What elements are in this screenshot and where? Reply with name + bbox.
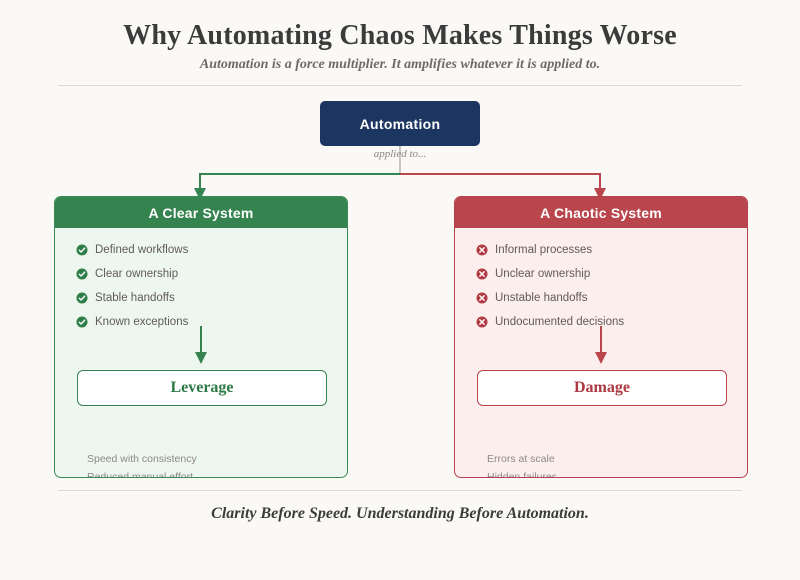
panel-header-chaotic-system: A Chaotic System	[455, 197, 747, 228]
feature-item: Informal processes	[455, 238, 747, 262]
page-subtitle: Automation is a force multiplier. It amp…	[199, 57, 601, 72]
feature-item: Stable handoffs	[55, 286, 347, 310]
feature-item: Unclear ownership	[455, 262, 747, 286]
feature-label: Undocumented decisions	[495, 316, 625, 328]
header-divider	[58, 85, 742, 86]
outcome-box-damage[interactable]: Damage	[477, 370, 727, 406]
panel-clear-system: A Clear System Defined workflows Clear o…	[54, 196, 348, 478]
feature-item: Defined workflows	[55, 238, 347, 262]
feature-item: Undocumented decisions	[455, 310, 747, 334]
root-stem-connector	[399, 146, 401, 174]
feature-label: Defined workflows	[95, 244, 189, 256]
x-circle-icon	[476, 316, 488, 328]
page-title: Why Automating Chaos Makes Things Worse	[123, 20, 677, 51]
outcome-arrow-left	[195, 326, 207, 364]
feature-label: Known exceptions	[95, 316, 189, 328]
note-item: Reduced manual effort	[87, 471, 194, 478]
check-circle-icon	[76, 292, 88, 304]
panel-title: A Clear System	[148, 204, 254, 221]
edge-label-applied-to: applied to...	[373, 148, 427, 160]
feature-label: Unclear ownership	[495, 268, 591, 280]
note-item: Errors at scale	[487, 453, 555, 465]
automation-node-label: Automation	[359, 115, 441, 132]
footer-tagline: Clarity Before Speed. Understanding Befo…	[211, 505, 589, 522]
feature-label: Informal processes	[495, 244, 593, 256]
notes-list-right: Errors at scale Hidden failures Eroded t…	[487, 450, 558, 478]
feature-label: Clear ownership	[95, 268, 179, 280]
outcome-label: Damage	[574, 379, 630, 396]
panel-title: A Chaotic System	[540, 204, 662, 221]
outcome-label: Leverage	[170, 379, 234, 396]
panel-header-clear-system: A Clear System	[55, 197, 347, 228]
automation-node[interactable]: Automation	[320, 101, 480, 146]
panel-body-clear-system: Defined workflows Clear ownership Stable…	[55, 228, 347, 478]
notes-list-left: Speed with consistency Reduced manual ef…	[87, 450, 197, 478]
panel-chaotic-system: A Chaotic System Informal processes Uncl…	[454, 196, 748, 478]
feature-item: Clear ownership	[55, 262, 347, 286]
note-item: Hidden failures	[487, 471, 558, 478]
outcome-box-leverage[interactable]: Leverage	[77, 370, 327, 406]
x-circle-icon	[476, 244, 488, 256]
note-item: Speed with consistency	[87, 453, 197, 465]
feature-label: Unstable handoffs	[495, 292, 588, 304]
feature-item: Unstable handoffs	[455, 286, 747, 310]
check-circle-icon	[76, 268, 88, 280]
footer-divider	[58, 490, 742, 491]
x-circle-icon	[476, 292, 488, 304]
x-circle-icon	[476, 268, 488, 280]
feature-item: Known exceptions	[55, 310, 347, 334]
check-circle-icon	[76, 316, 88, 328]
outcome-arrow-right	[595, 326, 607, 364]
panel-body-chaotic-system: Informal processes Unclear ownership Uns…	[455, 228, 747, 478]
check-circle-icon	[76, 244, 88, 256]
feature-label: Stable handoffs	[95, 292, 175, 304]
